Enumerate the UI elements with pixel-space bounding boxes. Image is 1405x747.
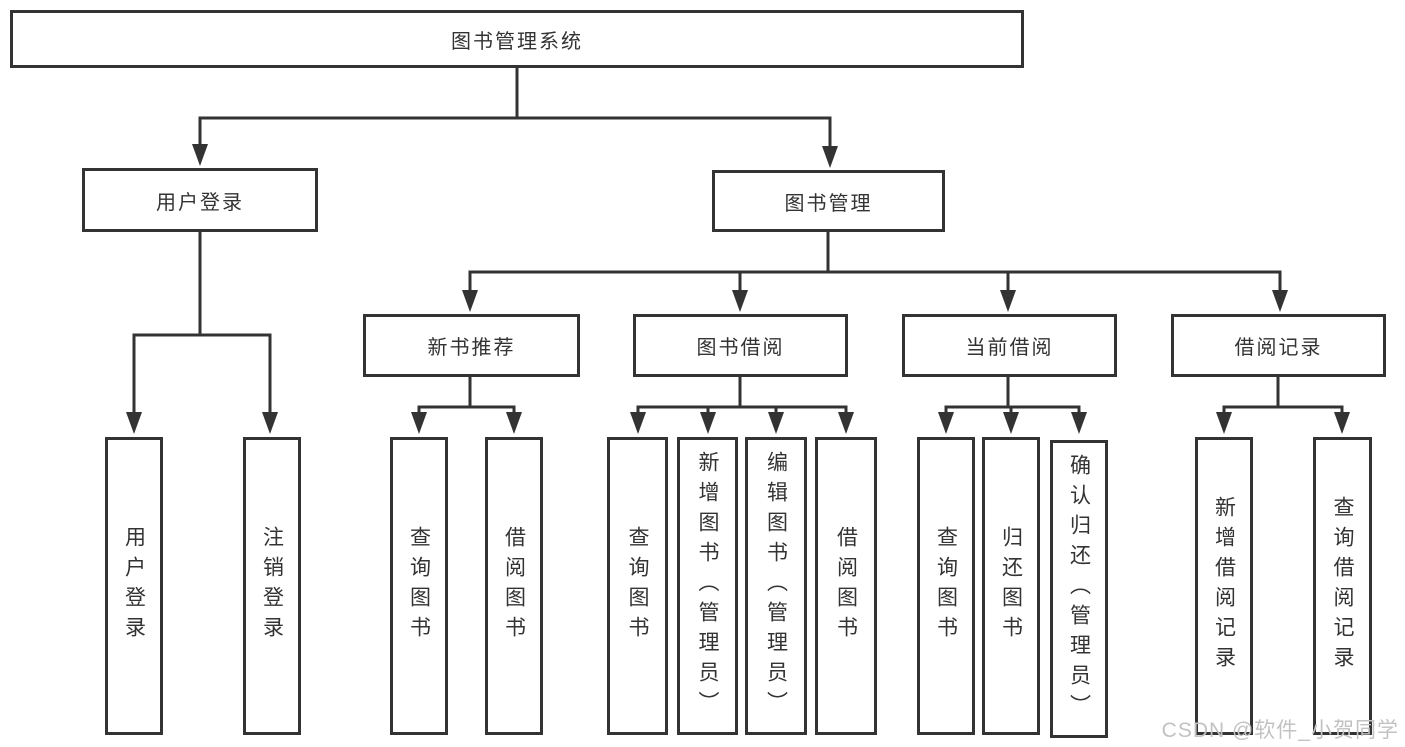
node-borrowing-records: 借阅记录 bbox=[1171, 314, 1386, 377]
leaf-query-books-recommend: 查询图书 bbox=[390, 437, 448, 735]
node-library-management-system: 图书管理系统 bbox=[10, 10, 1024, 68]
node-book-management: 图书管理 bbox=[712, 170, 945, 232]
leaf-borrow-books-recommend: 借阅图书 bbox=[485, 437, 543, 735]
node-book-borrowing: 图书借阅 bbox=[633, 314, 848, 377]
leaf-add-books-admin: 新增图书（管理员） bbox=[677, 437, 738, 735]
leaf-confirm-return-admin: 确认归还（管理员） bbox=[1050, 440, 1108, 738]
leaf-borrow-books: 借阅图书 bbox=[815, 437, 877, 735]
leaf-return-books: 归还图书 bbox=[982, 437, 1040, 735]
leaf-query-books-current: 查询图书 bbox=[917, 437, 975, 735]
leaf-edit-books-admin: 编辑图书（管理员） bbox=[745, 437, 807, 735]
leaf-query-books-borrowing: 查询图书 bbox=[607, 437, 668, 735]
csdn-watermark: CSDN @软件_小贺同学 bbox=[1161, 719, 1399, 742]
node-new-book-recommendation: 新书推荐 bbox=[363, 314, 580, 377]
arrowheads bbox=[126, 144, 1350, 434]
leaf-query-borrow-record: 查询借阅记录 bbox=[1313, 437, 1372, 735]
leaf-add-borrow-record: 新增借阅记录 bbox=[1195, 437, 1253, 735]
node-current-borrowing: 当前借阅 bbox=[902, 314, 1117, 377]
leaf-user-login: 用户登录 bbox=[105, 437, 163, 735]
leaf-logout: 注销登录 bbox=[243, 437, 301, 735]
node-user-login: 用户登录 bbox=[82, 168, 318, 232]
